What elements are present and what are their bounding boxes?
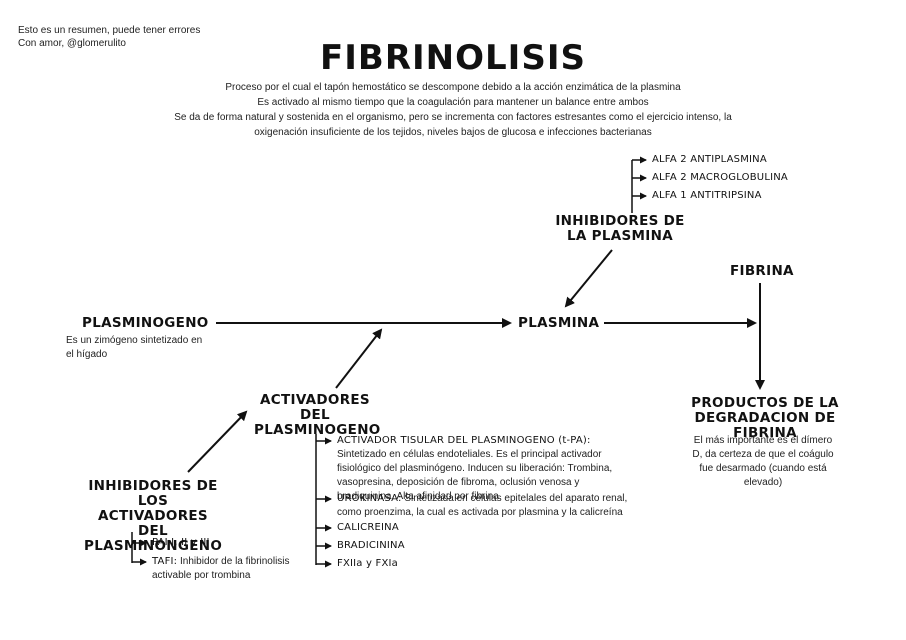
arrow-activadores-plasminogeno — [335, 328, 383, 389]
plasminogeno-title: PLASMINOGENO — [82, 315, 209, 331]
inhibidor-activador-name: TAFI: — [152, 556, 178, 567]
activador-desc: Sintetizada en células epitelales del ap… — [337, 493, 628, 518]
activador-item-calicreina: CALICREINA — [337, 521, 399, 535]
intro-text: Proceso por el cual el tapón hemostático… — [100, 80, 806, 140]
activador-item-factores: FXIIa y FXIa — [337, 557, 398, 571]
intro-line: Se da de forma natural y sostenida en el… — [174, 112, 732, 123]
arrow-inhibidores-activadores — [187, 410, 248, 473]
inhibidor-plasmina-item: ALFA 2 ANTIPLASMINA — [652, 154, 767, 165]
header-note-line: Esto es un resumen, puede tener errores — [18, 25, 201, 36]
arrow-inhibidores-plasmina — [564, 249, 613, 308]
activador-item-urokinasa: UROKINASA: Sintetizada en células epitel… — [337, 492, 637, 520]
activador-name: CALICREINA — [337, 522, 399, 533]
activador-name: BRADICININA — [337, 540, 405, 551]
inhibidor-plasmina-item: ALFA 1 ANTITRIPSINA — [652, 190, 762, 201]
inhibidor-activador-desc: Inhibidor de la fibrinolisis activable p… — [152, 556, 290, 581]
productos-desc-line: elevado) — [743, 477, 783, 488]
productos-desc-line: fue desarmado (cuando está — [699, 463, 827, 474]
activador-item-tpa: ACTIVADOR TISULAR DEL PLASMINOGENO (t-PA… — [337, 434, 637, 504]
productos-desc-line: El más importante es el dímero — [693, 435, 833, 446]
productos-title: PRODUCTOS DE LA DEGRADACION DE FIBRINA — [691, 395, 839, 441]
inhibidor-plasmina-item: ALFA 2 MACROGLOBULINA — [652, 172, 788, 183]
activador-item-bradicinina: BRADICININA — [337, 539, 405, 553]
intro-line: Es activado al mismo tiempo que la coagu… — [257, 97, 649, 108]
header-note-line: Con amor, @glomerulito — [18, 38, 126, 49]
productos-desc-line: D, da certeza de que el coágulo — [692, 449, 834, 460]
header-note: Esto es un resumen, puede tener errores … — [18, 24, 200, 50]
inhibidor-activador-item-pai: PAI I, II y III — [152, 536, 210, 550]
activador-name: UROKINASA: — [337, 493, 402, 504]
intro-line: oxigenación insuficiente de los tejidos,… — [254, 127, 652, 138]
activador-name: ACTIVADOR TISULAR DEL PLASMINOGENO (t-PA… — [337, 435, 591, 446]
inhibidor-activador-name: PAI I, II y III — [152, 537, 210, 548]
plasminogeno-desc-line: Es un zimógeno sintetizado en — [66, 335, 203, 346]
inhibidor-activador-item-tafi: TAFI: Inhibidor de la fibrinolisis activ… — [152, 555, 292, 583]
plasmina-label: PLASMINA — [518, 315, 600, 331]
activadores-title: ACTIVADORES DEL PLASMINOGENO — [254, 392, 381, 438]
activador-desc: Sintetizado en células endoteliales. Es … — [337, 449, 613, 502]
page-title: FIBRINOLISIS — [320, 38, 586, 78]
plasminogeno-desc-line: el hígado — [66, 349, 108, 360]
productos-desc: El más importante es el dímero D, da cer… — [688, 434, 838, 490]
intro-line: Proceso por el cual el tapón hemostático… — [225, 82, 681, 93]
inhibidores-activadores-title: INHIBIDORES DE LOS ACTIVADORES DEL PLASM… — [84, 478, 223, 554]
plasminogeno-desc: Es un zimógeno sintetizado en el hígado — [66, 334, 202, 362]
fibrina-label: FIBRINA — [730, 263, 794, 279]
inhibidores-plasmina-title: INHIBIDORES DE LA PLASMINA — [555, 213, 685, 244]
activador-name: FXIIa y FXIa — [337, 558, 398, 569]
